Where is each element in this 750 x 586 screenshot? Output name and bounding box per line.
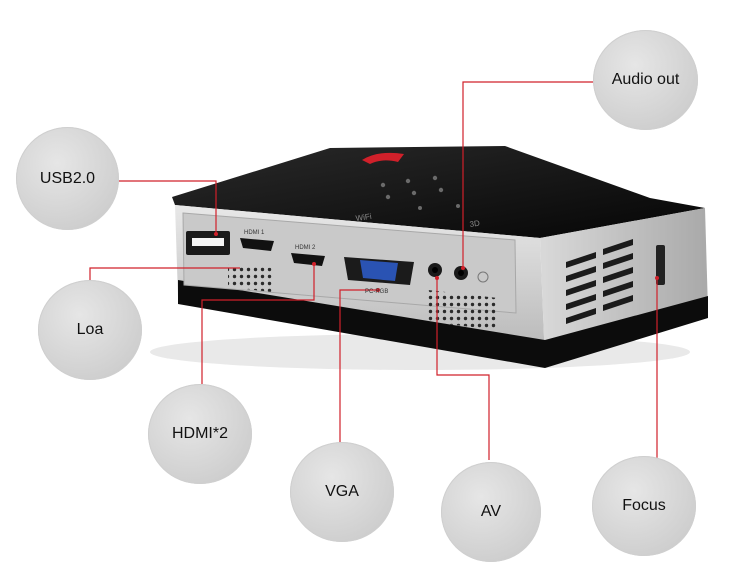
side-vents [566, 239, 633, 324]
callout-lines [89, 81, 658, 464]
vga-label: VGA [325, 483, 359, 500]
hdmi2-label: HDMI 2 [295, 245, 316, 251]
loa-bubble: Loa [38, 280, 142, 380]
focus-wheel [656, 245, 665, 285]
vga-bubble: VGA [290, 442, 394, 542]
av-callout-line [436, 278, 490, 460]
av-bubble: AV [441, 462, 541, 562]
hdmi1-port [240, 238, 274, 251]
hdmi1-label: HDMI 1 [244, 230, 265, 236]
wifi-label: WiFi [355, 212, 372, 223]
usb-callout-line [115, 180, 217, 234]
audio-out-bubble: Audio out [593, 30, 698, 130]
usb-label: USB2.0 [39, 169, 96, 187]
brand-logo [362, 152, 404, 164]
headphone-icon [477, 271, 489, 283]
speaker-grill-right [428, 290, 498, 330]
callout-dots [214, 232, 659, 292]
pc-rgb-label: PC-RGB [365, 289, 388, 295]
hdmi-callout-line [201, 264, 315, 384]
top-surface [172, 146, 705, 238]
audio-callout-line [462, 81, 604, 268]
threed-label: 3D [469, 219, 481, 229]
hdmi-label: HDMI*2 [171, 425, 228, 442]
hdmi2-port [291, 253, 325, 266]
loa-label: Loa [76, 321, 104, 338]
vga-callout-line [339, 289, 378, 464]
audio-out-label: Audio out [611, 71, 680, 88]
speaker-grill-left [228, 264, 272, 292]
top-buttons [380, 175, 460, 210]
base-band [178, 280, 708, 368]
usb-bubble: USB2.0 [16, 127, 119, 230]
focus-label: Focus [622, 497, 666, 514]
av-label: AV [480, 503, 502, 520]
focus-bubble: Focus [592, 456, 696, 556]
hdmi-bubble: HDMI*2 [148, 384, 252, 484]
vga-port-connector [360, 260, 398, 281]
usb-port-tongue [192, 238, 224, 246]
